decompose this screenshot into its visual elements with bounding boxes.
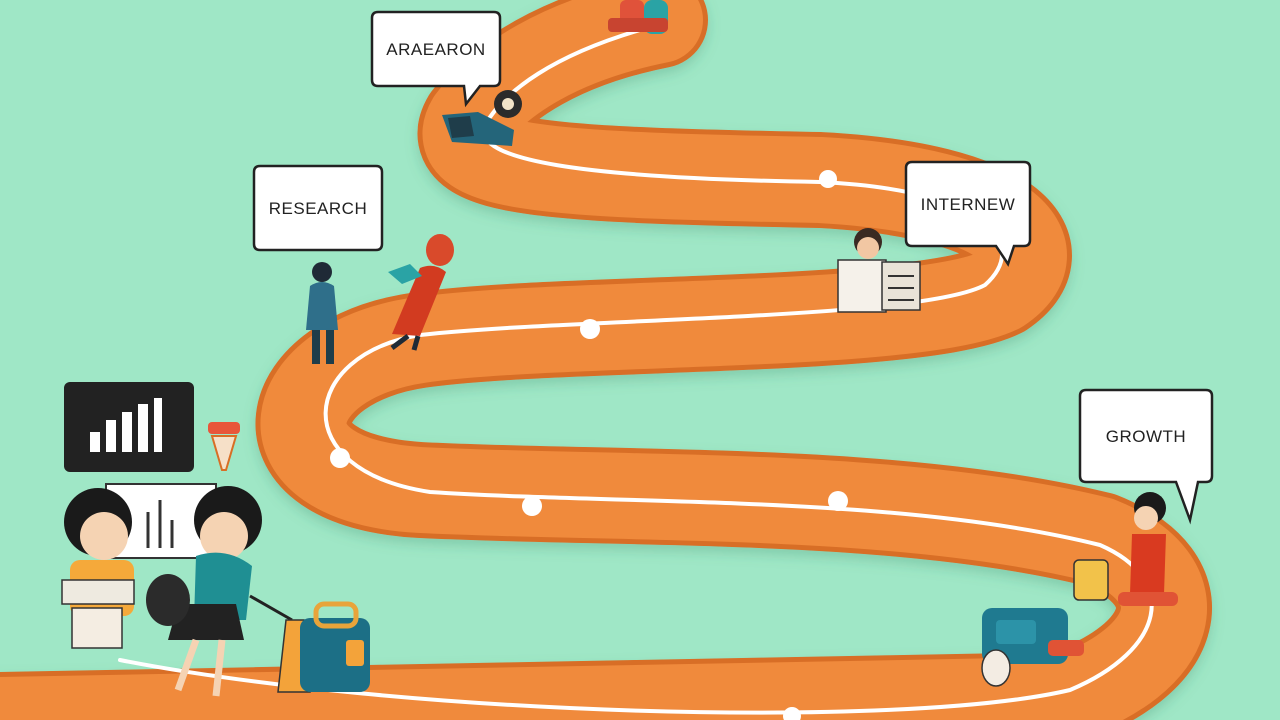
kid-orange-shirt	[61, 488, 135, 649]
milestone-dot	[522, 496, 542, 516]
milestone-dot	[828, 491, 848, 511]
kid-sitting-growth	[1073, 492, 1178, 606]
winding-road	[0, 0, 1207, 720]
bubble-growth: GROWTH	[1078, 388, 1214, 525]
bubble-awareness: ARAEARON	[370, 10, 502, 108]
milestone-dot	[580, 319, 600, 339]
person-interview	[837, 228, 921, 313]
milestone-dot	[330, 448, 350, 468]
person-standing-research	[306, 262, 338, 364]
bar-chart-icon	[64, 382, 194, 472]
gear-icon	[494, 90, 522, 118]
luggage-icon	[981, 608, 1084, 687]
top-figures	[608, 0, 668, 34]
backpack-icon	[300, 601, 370, 692]
road-center-line	[118, 28, 1154, 715]
milestone-dot	[819, 170, 837, 188]
hourglass-icon	[208, 422, 240, 471]
bubble-awareness-label: ARAEARON	[386, 40, 485, 59]
milestone-dots	[330, 170, 848, 516]
bubble-interview-label: INTERNEW	[921, 195, 1016, 214]
bubble-research-label: RESEARCH	[269, 199, 367, 218]
milestone-dot	[783, 707, 801, 720]
bubble-research: RESEARCH	[252, 164, 384, 252]
kid-teal-shirt	[146, 486, 293, 697]
bubble-growth-label: GROWTH	[1106, 427, 1186, 446]
laptop-icon	[442, 112, 514, 146]
person-running-red	[388, 234, 454, 351]
bubble-interview: INTERNEW	[904, 160, 1032, 267]
